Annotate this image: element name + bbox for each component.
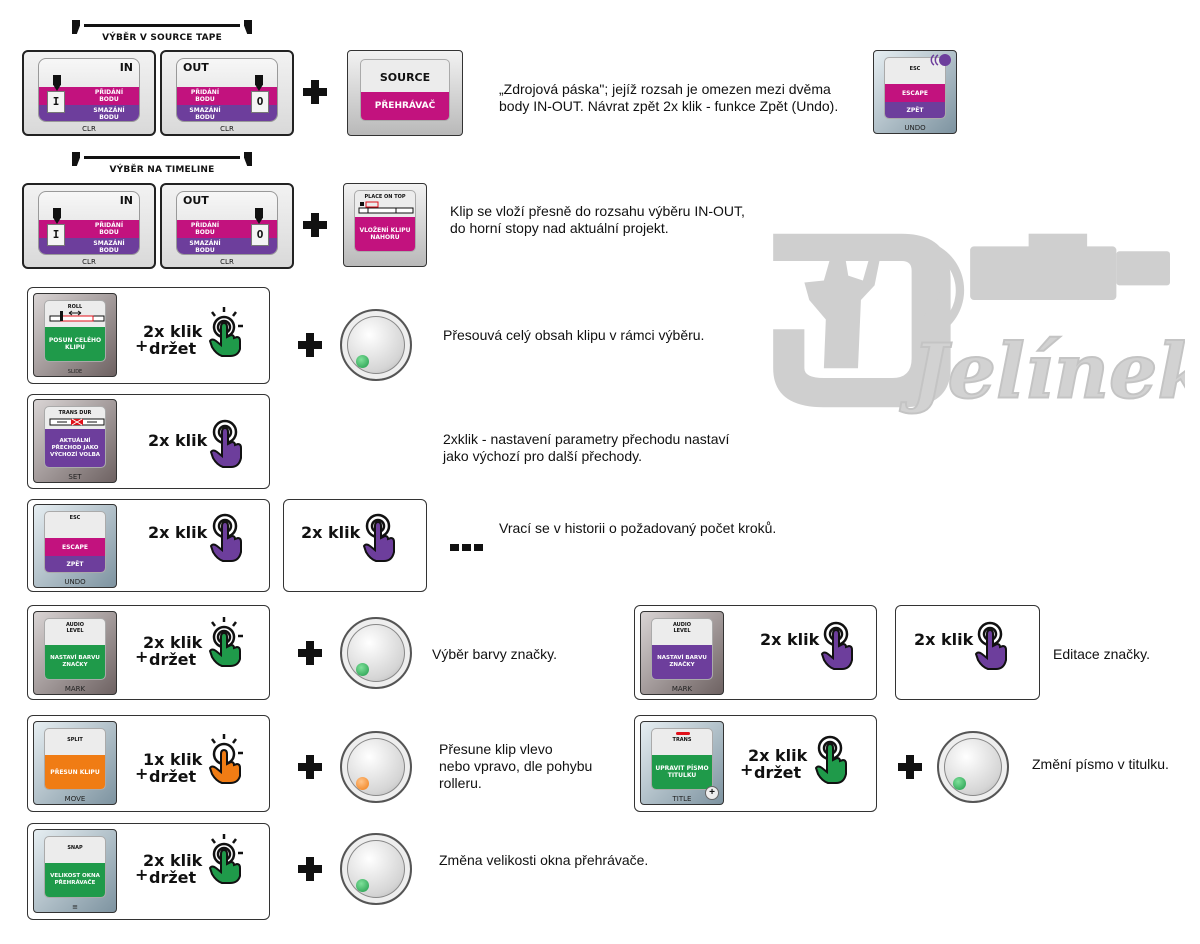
gesture-label: 2x klik +držet xyxy=(135,322,203,358)
ellipsis-icon xyxy=(450,544,483,551)
repeat-panel xyxy=(283,499,427,592)
source-key[interactable]: SOURCE PŘEHRÁVAČ xyxy=(347,50,463,136)
jelinek-logo: Jelínek xyxy=(773,233,1185,416)
mark-edit-key[interactable]: AUDIO LEVEL NASTAVÍ BARVU ZNAČKY MARK xyxy=(640,611,724,695)
gesture-label: 2x klik +držet xyxy=(135,633,203,669)
menu-icon: ≡ xyxy=(72,903,78,911)
out-letter: O xyxy=(251,91,269,113)
timeline-heading: VÝBĚR NA TIMELINE xyxy=(109,165,215,175)
double-tap-hand-icon xyxy=(362,513,395,562)
in-key[interactable]: IN PŘIDÁNÍ BODU SMAZÁNÍ BODU I CLR xyxy=(22,50,156,136)
gesture-label: 2x klik xyxy=(148,523,208,542)
mark-edit-repeat-panel xyxy=(895,605,1040,700)
plus-small-icon: + xyxy=(705,786,719,800)
snap-key[interactable]: SNAP VELIKOST OKNA PŘEHRÁVAČE ≡ xyxy=(33,829,117,913)
title-description: Změní písmo v titulku. xyxy=(1032,756,1169,772)
timeline-in-key[interactable]: IN PŘIDÁNÍ BODU SMAZÁNÍ BODU I CLR xyxy=(22,183,156,269)
gesture-label: 2x klik xyxy=(914,630,974,649)
source-tape-heading: VÝBĚR V SOURCE TAPE xyxy=(102,33,222,43)
roller-knob[interactable] xyxy=(340,731,412,803)
tap-hold-hand-icon xyxy=(208,617,243,667)
trans-dur-description: 2xklik - nastavení parametry přechodu na… xyxy=(443,431,730,464)
snap-description: Změna velikosti okna přehrávače. xyxy=(439,852,649,868)
undo-key[interactable]: ESC ESCAPE ZPĚT UNDO xyxy=(873,50,957,134)
plus-icon xyxy=(898,755,922,779)
in-key-title: IN xyxy=(119,61,133,74)
plus-icon xyxy=(298,641,322,665)
double-tap-hand-icon xyxy=(974,621,1007,670)
move-key[interactable]: SPLIT PŘESUN KLIPU MOVE xyxy=(33,721,117,805)
timeline-track-icon xyxy=(358,201,414,214)
multi-press-icon xyxy=(930,54,951,66)
roller-knob[interactable] xyxy=(340,617,412,689)
place-on-top-key[interactable]: PLACE ON TOP VLOŽENÍ KLIPU NAHORU xyxy=(343,183,427,267)
plus-icon xyxy=(303,213,327,237)
status-led xyxy=(676,732,690,735)
mark-color-description: Výběr barvy značky. xyxy=(432,646,558,662)
double-tap-hand-icon xyxy=(209,419,242,468)
tap-hold-hand-icon xyxy=(208,307,243,357)
source-tape-bracket: VÝBĚR V SOURCE TAPE xyxy=(72,20,252,50)
timeline-bracket: VÝBĚR NA TIMELINE xyxy=(72,152,252,182)
timeline-description: Klip se vloží přesně do rozsahu výběru I… xyxy=(450,203,745,236)
source-description: „Zdrojová páska"; jejíž rozsah je omezen… xyxy=(499,81,839,114)
out-key-title: OUT xyxy=(183,61,209,74)
trans-dur-key[interactable]: TRANS DUR AKTUÁLNÍ PŘECHOD JAKO VÝCHOZÍ … xyxy=(33,399,117,483)
title-key[interactable]: TRANS UPRAVIT PÍSMO TITULKU + TITLE xyxy=(640,721,724,805)
roll-track-icon xyxy=(49,310,105,322)
gesture-label: 1x klik +držet xyxy=(135,750,203,786)
undo-description: Vrací se v historii o požadovaný počet k… xyxy=(499,520,777,536)
tap-hold-hand-icon xyxy=(814,735,847,784)
transition-icon xyxy=(49,418,105,426)
in-marker-icon xyxy=(53,208,61,224)
gesture-label: 2x klik +držet xyxy=(135,851,203,887)
out-marker-icon xyxy=(255,75,263,91)
escape-key[interactable]: ESC ESCAPE ZPĚT UNDO xyxy=(33,504,117,588)
roll-key[interactable]: ROLL POSUN CELÉHO KLIPU SLIDE xyxy=(33,293,117,377)
tap-hold-hand-icon xyxy=(208,734,243,784)
gesture-label: 2x klik +držet xyxy=(740,746,808,782)
mark-edit-description: Editace značky. xyxy=(1053,646,1151,662)
double-tap-hand-icon xyxy=(820,621,853,670)
roller-knob[interactable] xyxy=(340,833,412,905)
plus-icon xyxy=(298,755,322,779)
timeline-out-key[interactable]: OUT PŘIDÁNÍ BODU SMAZÁNÍ BODU O CLR xyxy=(160,183,294,269)
in-letter: I xyxy=(47,91,65,113)
roller-knob[interactable] xyxy=(340,309,412,381)
mark-key[interactable]: AUDIO LEVEL NASTAVÍ BARVU ZNAČKY MARK xyxy=(33,611,117,695)
roll-description: Přesouvá celý obsah klipu v rámci výběru… xyxy=(443,327,705,343)
plus-icon xyxy=(298,333,322,357)
roller-knob[interactable] xyxy=(937,731,1009,803)
gesture-label: 2x klik xyxy=(148,431,208,450)
svg-text:Jelínek: Jelínek xyxy=(900,327,1185,416)
gesture-label: 2x klik xyxy=(301,523,361,542)
out-marker-icon xyxy=(255,208,263,224)
gesture-label: 2x klik xyxy=(760,630,820,649)
out-key[interactable]: OUT PŘIDÁNÍ BODU SMAZÁNÍ BODU O CLR xyxy=(160,50,294,136)
plus-icon xyxy=(298,857,322,881)
double-tap-hand-icon xyxy=(209,513,242,562)
in-marker-icon xyxy=(53,75,61,91)
tap-hold-hand-icon xyxy=(208,834,243,884)
plus-icon xyxy=(303,80,327,104)
